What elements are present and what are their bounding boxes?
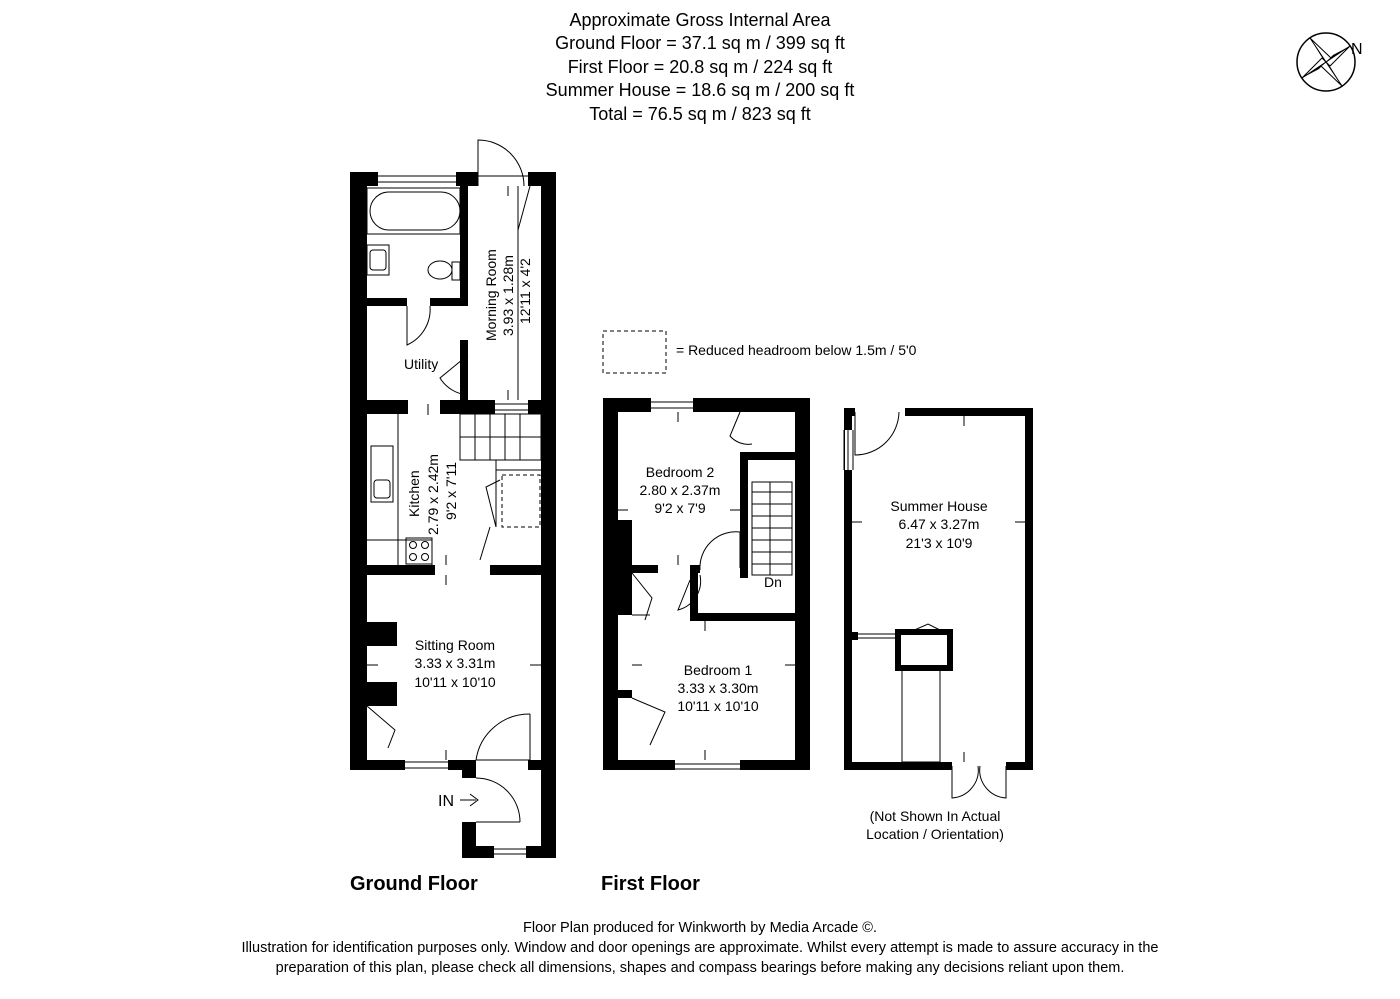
bedroom1-name: Bedroom 1 — [684, 662, 753, 678]
summer-house-metric: 6.47 x 3.27m — [899, 516, 980, 532]
first-floor-walls — [603, 398, 810, 770]
morning-room-name: Morning Room — [483, 249, 499, 341]
stairs-down-label: Dn — [764, 574, 782, 590]
legend-swatch — [602, 330, 667, 374]
sitting-room-metric: 3.33 x 3.31m — [415, 655, 496, 671]
area-first-floor: First Floor = 20.8 sq m / 224 sq ft — [567, 57, 833, 77]
summer-house-walls — [844, 408, 1033, 770]
area-ground-floor: Ground Floor = 37.1 sq m / 399 sq ft — [555, 33, 845, 53]
kitchen-imperial: 9'2 x 7'11 — [443, 462, 459, 520]
summer-house-note-line1: (Not Shown In Actual — [870, 808, 1001, 824]
kitchen-metric: 2.79 x 2.42m — [425, 454, 441, 535]
footer-disclaimer-1: Illustration for identification purposes… — [241, 940, 1159, 956]
sitting-room-imperial: 10'11 x 10'10 — [414, 674, 496, 690]
bedroom1-imperial: 10'11 x 10'10 — [677, 698, 759, 714]
area-title: Approximate Gross Internal Area — [569, 10, 831, 30]
utility-name: Utility — [404, 356, 438, 372]
summer-house-fixtures — [843, 408, 1025, 799]
footer-disclaimer-2: preparation of this plan, please check a… — [275, 960, 1125, 976]
bedroom2-name: Bedroom 2 — [646, 464, 715, 480]
morning-room-imperial: 12'11 x 4'2 — [517, 258, 533, 324]
morning-room-metric: 3.93 x 1.28m — [500, 255, 516, 336]
compass-north-label: N — [1351, 41, 1363, 58]
summer-house-name: Summer House — [890, 498, 987, 514]
bedroom1-metric: 3.33 x 3.30m — [678, 680, 759, 696]
ground-floor-title: Ground Floor — [350, 873, 478, 895]
bedroom2-imperial: 9'2 x 7'9 — [654, 500, 705, 516]
ground-floor-fixtures — [366, 139, 542, 855]
first-floor-title: First Floor — [601, 873, 700, 895]
sitting-room-name: Sitting Room — [415, 637, 495, 653]
ground-floor-walls — [350, 172, 556, 858]
summer-house-note-line2: Location / Orientation) — [866, 826, 1004, 842]
summer-house-imperial: 21'3 x 10'9 — [906, 535, 973, 551]
first-floor-fixtures — [618, 401, 795, 770]
area-summer-house: Summer House = 18.6 sq m / 200 sq ft — [545, 80, 855, 100]
compass-icon — [1296, 32, 1356, 92]
bedroom2-metric: 2.80 x 2.37m — [640, 482, 721, 498]
legend-text: = Reduced headroom below 1.5m / 5'0 — [676, 342, 917, 358]
footer-credit: Floor Plan produced for Winkworth by Med… — [522, 920, 877, 936]
area-total: Total = 76.5 sq m / 823 sq ft — [589, 104, 811, 124]
entrance-label: IN — [438, 793, 454, 810]
kitchen-name: Kitchen — [406, 470, 422, 517]
